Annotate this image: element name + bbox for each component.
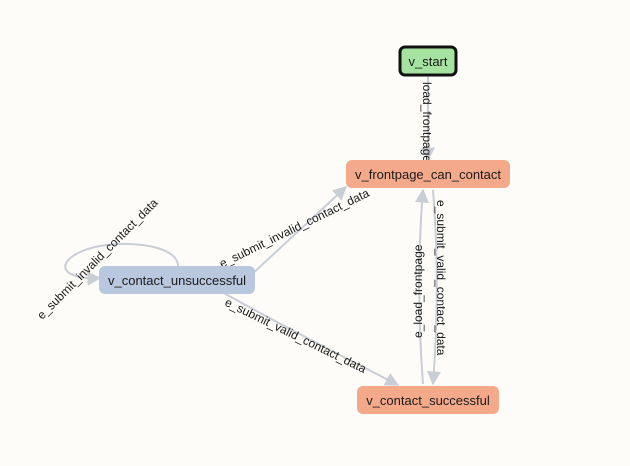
node-label-v-frontpage-can-contact: v_frontpage_can_contact [355,167,501,182]
node-v-start[interactable]: v_start [398,45,458,77]
node-label-v-contact-unsuccessful: v_contact_unsuccessful [108,273,246,288]
edge-label-submit-valid-from-unsuccessful: e_submit_valid_contact_data [223,295,369,376]
edge-unsuccessful-self-loop[interactable] [64,243,179,286]
edge-unsuccessful-to-successful[interactable] [221,291,400,386]
node-v-contact-successful[interactable]: v_contact_successful [357,386,499,414]
edge-label-submit-invalid-to-frontpage: e_submit_invalid_contact_data [217,186,372,271]
edge-label-load-frontpage-back: e_load_frontpage [411,244,425,338]
edge-successful-to-frontpage[interactable] [414,188,429,385]
node-v-contact-unsuccessful[interactable]: v_contact_unsuccessful [99,266,255,294]
edge-unsuccessful-to-frontpage[interactable] [249,186,348,277]
edge-frontpage-to-successful[interactable] [427,189,441,386]
node-label-v-start: v_start [408,54,447,69]
edge-label-submit-valid-from-frontpage: e_submit_valid_contact_data [434,200,448,356]
node-v-frontpage-can-contact[interactable]: v_frontpage_can_contact [346,160,510,188]
edge-label-load-frontpage: load_frontpage [420,82,434,162]
edge-label-submit-invalid-loop: e_submit_invalid_contact_data [34,195,161,322]
node-label-v-contact-successful: v_contact_successful [366,393,490,408]
